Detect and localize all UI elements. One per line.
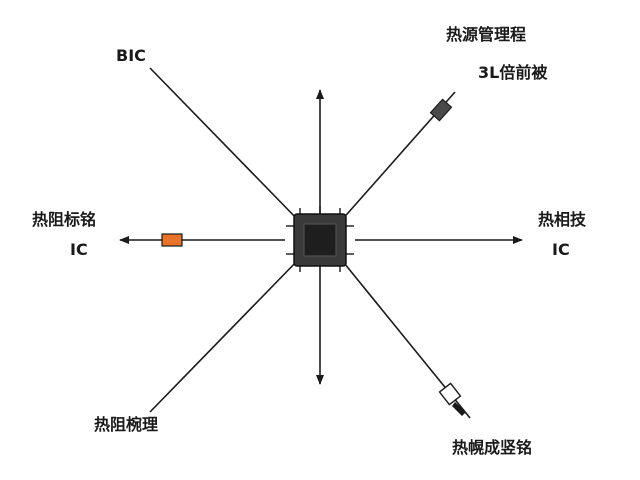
label-bottom-right: 热幌成竖铭 <box>452 438 533 457</box>
label-bottom-left: 热阻椀理 <box>94 415 159 434</box>
label-left-1: 热阻标铭 <box>32 210 97 229</box>
label-top-right-2: 3L倍前被 <box>478 63 548 82</box>
white-component <box>438 382 462 406</box>
line-to-bottom-left <box>149 257 301 413</box>
probe-tip <box>452 402 466 416</box>
label-top-right-1: 热源管理程 <box>446 25 527 44</box>
chip-core <box>303 223 337 257</box>
dark-component <box>429 98 453 122</box>
orange-component <box>161 233 183 247</box>
label-right-2: IC <box>552 240 570 259</box>
label-left-2: IC <box>70 240 88 259</box>
chip-pins <box>286 206 354 272</box>
line-to-top-left <box>149 67 301 223</box>
label-right-1: 热相技 <box>538 210 587 229</box>
label-top-left: BIC <box>116 46 146 65</box>
